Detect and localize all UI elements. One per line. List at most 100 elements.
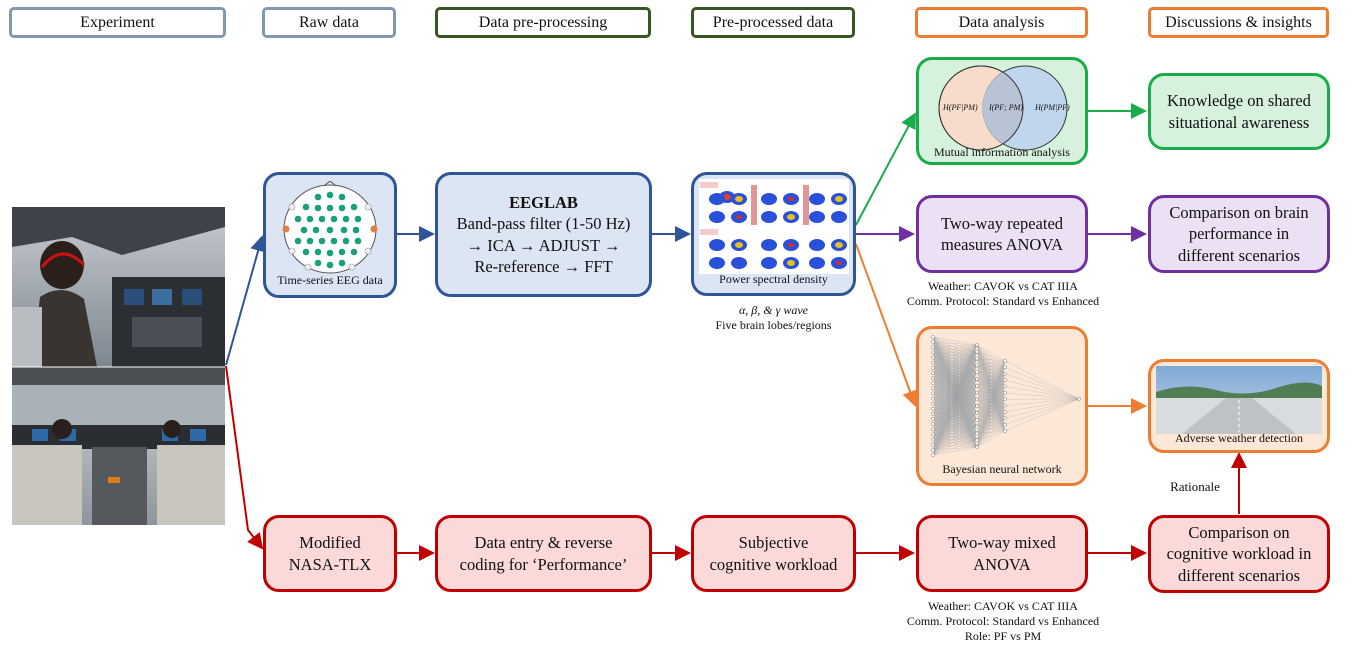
eeglab-step-2: → ICA → ADJUST → xyxy=(466,235,621,255)
nn-node xyxy=(1003,390,1007,395)
venn-diagram xyxy=(938,65,1068,151)
psd-topomap-grid xyxy=(699,179,849,274)
repeated-anova-box: Two-way repeated measures ANOVA xyxy=(916,195,1088,273)
psd-box: Power spectral density xyxy=(691,172,856,296)
psd-note-regions: Five brain lobes/regions xyxy=(715,318,832,332)
mixed-anova-box: Two-way mixed ANOVA xyxy=(916,515,1088,592)
nn-node xyxy=(1003,403,1007,408)
weather-detection-caption: Adverse weather detection xyxy=(1175,431,1303,446)
nn-node xyxy=(1003,397,1007,402)
workload-comparison-box: Comparison on cognitive workload in diff… xyxy=(1148,515,1330,593)
rationale-label: Rationale xyxy=(1170,479,1220,494)
nn-node xyxy=(975,431,979,436)
eeg-raw-box: Time-series EEG data xyxy=(263,172,397,298)
nn-node xyxy=(975,356,979,361)
bayesian-nn-box: Bayesian neural network xyxy=(916,326,1088,486)
venn-left-label: H(PF|PM) xyxy=(943,103,978,112)
nn-node xyxy=(1077,397,1081,401)
brain-comparison-line1: Comparison on brain xyxy=(1169,202,1309,222)
knowledge-line1: Knowledge on shared xyxy=(1167,91,1311,111)
knowledge-box: Knowledge on shared situational awarenes… xyxy=(1148,73,1330,150)
nn-node xyxy=(931,340,935,344)
eeg-head-icon xyxy=(282,181,378,274)
tlx-preprocess-line1: Data entry & reverse xyxy=(474,533,613,553)
header-raw-data: Raw data xyxy=(262,7,396,38)
nn-node xyxy=(975,363,979,368)
nn-node xyxy=(931,442,935,447)
nn-node xyxy=(931,391,935,396)
arrow-psd-to-mi xyxy=(855,112,916,226)
nn-node xyxy=(931,376,935,380)
mixed-anova-line1: Two-way mixed xyxy=(948,533,1056,553)
mixed-anova-line2: ANOVA xyxy=(973,554,1031,574)
nn-node xyxy=(975,349,979,354)
venn-right-label: H(PM|PF) xyxy=(1035,103,1070,112)
nn-node xyxy=(975,370,979,375)
header-data-preprocessing: Data pre-processing xyxy=(435,7,651,38)
psd-note-waves: α, β, & γ wave xyxy=(739,303,808,317)
workload-comparison-line2: cognitive workload in xyxy=(1166,544,1312,564)
subjective-workload-line2: cognitive workload xyxy=(709,554,838,574)
nn-node xyxy=(931,371,935,375)
mixed-anova-note-protocol: Comm. Protocol: Standard vs Enhanced xyxy=(906,614,1100,628)
nn-node xyxy=(931,386,935,391)
nn-node xyxy=(931,422,935,427)
workload-comparison-line1: Comparison on xyxy=(1188,522,1290,542)
nn-node xyxy=(931,345,935,350)
knowledge-line2: situational awareness xyxy=(1168,112,1310,132)
nn-node xyxy=(931,396,935,401)
nn-node xyxy=(931,453,935,457)
nn-node xyxy=(931,350,935,355)
header-experiment: Experiment xyxy=(9,7,226,38)
nn-node xyxy=(931,335,935,339)
mutual-information-caption: Mutual information analysis xyxy=(934,145,1070,160)
nn-node xyxy=(975,417,979,422)
tlx-raw-line2: NASA-TLX xyxy=(288,554,372,574)
brain-comparison-box: Comparison on brain performance in diffe… xyxy=(1148,195,1330,273)
mixed-anova-note-weather: Weather: CAVOK vs CAT IIIA xyxy=(928,599,1078,613)
eeglab-title: EEGLAB xyxy=(509,192,578,212)
header-data-analysis: Data analysis xyxy=(915,7,1088,38)
repeated-anova-note-weather: Weather: CAVOK vs CAT IIIA xyxy=(928,279,1078,293)
header-discussions-insights: Discussions & insights xyxy=(1148,7,1329,38)
nn-node xyxy=(931,437,935,442)
neural-network-graphic xyxy=(931,335,1081,457)
brain-comparison-line2: performance in xyxy=(1188,224,1290,244)
nn-node xyxy=(975,343,979,347)
nn-node xyxy=(931,365,935,370)
nn-node xyxy=(931,355,935,360)
bayesian-nn-caption: Bayesian neural network xyxy=(942,462,1062,477)
nn-node xyxy=(975,424,979,429)
tlx-raw-line1: Modified xyxy=(299,533,361,553)
nn-node xyxy=(931,427,935,432)
nn-node xyxy=(931,381,935,386)
nn-node xyxy=(931,432,935,437)
nn-node xyxy=(975,411,979,415)
brain-comparison-line3: different scenarios xyxy=(1177,245,1301,265)
nn-node xyxy=(1003,359,1007,363)
mixed-anova-note-role: Role: PF vs PM xyxy=(964,629,1042,643)
arrow-experiment-to-eeg xyxy=(225,235,266,366)
arrow-psd-to-bnn xyxy=(855,243,918,407)
nn-node xyxy=(931,406,935,411)
nn-node xyxy=(975,383,979,388)
nn-node xyxy=(931,412,935,416)
nn-node xyxy=(975,404,979,409)
nn-node xyxy=(1003,422,1007,427)
repeated-anova-line2: measures ANOVA xyxy=(940,235,1064,254)
eeglab-box: EEGLAB Band-pass filter (1-50 Hz) → ICA … xyxy=(435,172,652,297)
nn-node xyxy=(975,390,979,395)
tlx-raw-box: Modified NASA-TLX xyxy=(263,515,397,592)
eeglab-step-3: Re-reference → FFT xyxy=(474,256,613,276)
tlx-preprocess-box: Data entry & reverse coding for ‘Perform… xyxy=(435,515,652,592)
repeated-anova-note-protocol: Comm. Protocol: Standard vs Enhanced xyxy=(906,294,1100,308)
eeg-raw-caption: Time-series EEG data xyxy=(277,273,383,288)
venn-mid-label: I(PF; PM) xyxy=(989,103,1023,112)
nn-node xyxy=(931,448,935,452)
nn-node xyxy=(1003,410,1007,414)
runway-image xyxy=(1156,366,1322,434)
subjective-workload-line1: Subjective xyxy=(738,533,809,553)
nn-node xyxy=(1003,429,1007,433)
experiment-photo xyxy=(12,207,225,525)
